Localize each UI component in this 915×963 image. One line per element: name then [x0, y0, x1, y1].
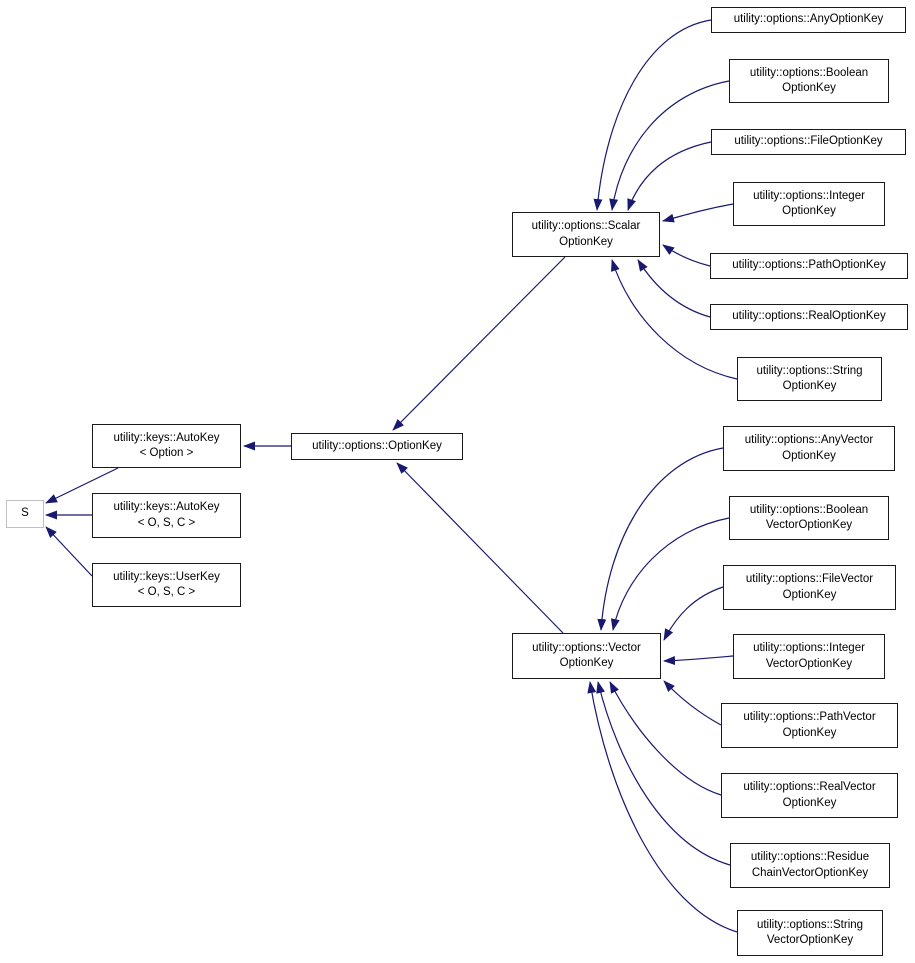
- node-label: utility::options::String: [756, 918, 864, 931]
- node-residue-chain-vector-option-key[interactable]: utility::options::Residue ChainVectorOpt…: [730, 843, 890, 888]
- node-label: OptionKey: [782, 726, 837, 739]
- node-path-vector-option-key[interactable]: utility::options::PathVector OptionKey: [721, 703, 898, 748]
- node-label: utility::options::AnyOptionKey: [733, 13, 884, 26]
- node-label: utility::options::Boolean: [749, 503, 869, 516]
- node-label: OptionKey: [782, 588, 837, 601]
- node-real-vector-option-key[interactable]: utility::options::RealVector OptionKey: [721, 773, 898, 818]
- node-option-key[interactable]: utility::options::OptionKey: [291, 433, 463, 460]
- inheritance-edge-autokey_option-to-s: [45, 467, 119, 504]
- node-label: utility::keys::UserKey: [113, 570, 220, 583]
- node-s-label: S: [21, 507, 29, 520]
- inheritance-edge-filevec-to-vector: [663, 586, 724, 641]
- node-label: utility::options::RealOptionKey: [732, 310, 886, 323]
- node-label: utility::options::Scalar: [531, 220, 641, 232]
- inheritance-edge-integer-to-scalar: [662, 203, 734, 223]
- node-label: ChainVectorOptionKey: [751, 866, 869, 879]
- node-boolean-vector-option-key[interactable]: utility::options::Boolean VectorOptionKe…: [729, 496, 889, 540]
- node-label: < O, S, C >: [137, 586, 196, 598]
- node-label: utility::options::Residue: [750, 851, 870, 863]
- node-label: utility::options::PathOptionKey: [732, 259, 886, 272]
- node-path-option-key[interactable]: utility::options::PathOptionKey: [710, 253, 908, 279]
- node-label: OptionKey: [782, 449, 836, 462]
- node-label: utility::options::AnyVector: [744, 434, 874, 446]
- node-label: utility::options::Vector: [532, 641, 641, 654]
- inheritance-edge-userkey_osc-to-s: [45, 526, 93, 577]
- node-userkey-osc[interactable]: utility::keys::UserKey < O, S, C >: [92, 563, 241, 607]
- node-label: utility::options::RealVector: [743, 781, 876, 793]
- node-label: < Option >: [139, 447, 194, 459]
- inheritance-edge-stringvec-to-vector: [587, 681, 738, 933]
- node-any-vector-option-key[interactable]: utility::options::AnyVector OptionKey: [723, 426, 895, 471]
- inheritance-edge-residuechainvec-to-vector: [596, 681, 731, 866]
- node-label: < O, S, C >: [137, 516, 196, 529]
- node-string-vector-option-key[interactable]: utility::options::String VectorOptionKey: [737, 910, 883, 956]
- node-label: OptionKey: [782, 796, 837, 809]
- node-label: OptionKey: [559, 235, 613, 248]
- node-label: VectorOptionKey: [765, 519, 853, 531]
- node-label: utility::options::FileVector: [745, 573, 874, 585]
- node-label: OptionKey: [782, 380, 837, 392]
- inheritance-edge-any-to-scalar: [593, 19, 712, 211]
- node-any-option-key[interactable]: utility::options::AnyOptionKey: [711, 7, 906, 33]
- node-file-option-key[interactable]: utility::options::FileOptionKey: [711, 129, 906, 155]
- inheritance-edge-boolean-to-scalar: [609, 80, 730, 211]
- node-label: utility::options::String: [756, 364, 863, 377]
- node-label: utility::options::Boolean: [749, 66, 869, 79]
- node-autokey-option[interactable]: utility::keys::AutoKey < Option >: [92, 424, 241, 468]
- inheritance-edge-file-to-scalar: [627, 141, 712, 211]
- node-label: OptionKey: [559, 657, 614, 669]
- node-label: utility::options::PathVector: [743, 711, 876, 723]
- node-label: utility::keys::AutoKey: [113, 431, 220, 444]
- inheritance-edge-pathvec-to-vector: [663, 680, 722, 726]
- inheritance-edge-anyvec-to-vector: [597, 447, 724, 631]
- node-s: S: [6, 500, 44, 528]
- inheritance-edge-realvec-to-vector: [609, 681, 722, 796]
- node-label: utility::options::FileOptionKey: [734, 135, 883, 148]
- node-label: VectorOptionKey: [766, 934, 854, 946]
- node-scalar-option-key[interactable]: utility::options::Scalar OptionKey: [512, 212, 660, 257]
- inheritance-edge-booleanvec-to-vector: [610, 517, 730, 631]
- node-real-option-key[interactable]: utility::options::RealOptionKey: [710, 304, 908, 330]
- inheritance-edge-path-to-scalar: [662, 244, 711, 267]
- inheritance-edge-scalar-to-optionkey: [392, 256, 566, 431]
- node-label: VectorOptionKey: [765, 657, 853, 670]
- node-integer-option-key[interactable]: utility::options::Integer OptionKey: [733, 182, 885, 226]
- node-label: OptionKey: [782, 82, 836, 94]
- node-file-vector-option-key[interactable]: utility::options::FileVector OptionKey: [723, 565, 896, 610]
- node-string-option-key[interactable]: utility::options::String OptionKey: [737, 357, 882, 401]
- inheritance-edge-real-to-scalar: [637, 259, 711, 318]
- inheritance-edge-vector-to-optionkey: [396, 462, 564, 634]
- node-label: OptionKey: [782, 205, 836, 217]
- inheritance-edge-integervec-to-vector: [663, 655, 734, 666]
- node-label: utility::options::OptionKey: [312, 439, 442, 452]
- node-boolean-option-key[interactable]: utility::options::Boolean OptionKey: [729, 59, 889, 103]
- node-integer-vector-option-key[interactable]: utility::options::Integer VectorOptionKe…: [733, 634, 885, 679]
- node-label: utility::options::Integer: [753, 642, 865, 654]
- node-label: utility::options::Integer: [753, 189, 865, 202]
- inheritance-edge-string-to-scalar: [611, 259, 738, 380]
- node-autokey-osc[interactable]: utility::keys::AutoKey < O, S, C >: [92, 493, 241, 538]
- node-vector-option-key[interactable]: utility::options::Vector OptionKey: [512, 633, 661, 679]
- node-label: utility::keys::AutoKey: [113, 501, 220, 513]
